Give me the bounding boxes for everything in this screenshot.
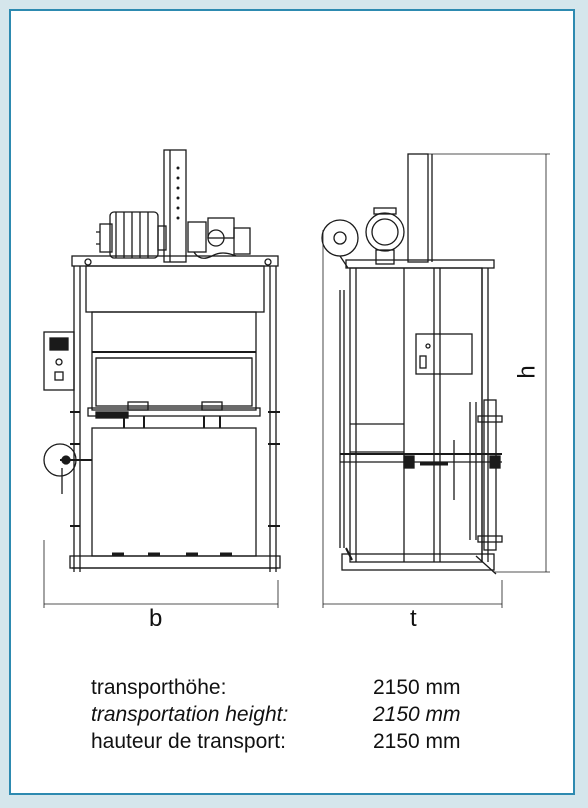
front-press-plate (87, 401, 261, 428)
side-electrical-box (415, 333, 473, 375)
front-press-column (163, 149, 187, 263)
front-base (69, 552, 281, 569)
side-left-rail (339, 290, 345, 548)
side-top-plate (345, 259, 495, 269)
front-handwheel (43, 443, 92, 494)
front-pump-unit (187, 217, 251, 259)
side-view (321, 153, 503, 575)
front-top-plate (71, 255, 279, 267)
spec-value: 2150 mm (373, 730, 461, 753)
spec-label: transporthöhe: (91, 676, 227, 699)
front-bolt (84, 258, 92, 266)
side-hinge-posts (477, 399, 503, 551)
side-motor (365, 207, 405, 265)
spec-value: 2150 mm (373, 703, 461, 726)
front-upper-housing (85, 265, 265, 313)
dimension-lines (43, 153, 550, 608)
dim-label-h: h (513, 365, 541, 379)
front-feed-opening (91, 311, 257, 411)
side-press-column (407, 153, 433, 263)
front-frame (73, 266, 277, 572)
front-lower-door (91, 427, 257, 557)
spec-value: 2150 mm (373, 676, 461, 699)
front-hinges (70, 411, 280, 527)
spec-label: hauteur de transport: (91, 730, 286, 753)
side-body (349, 267, 489, 563)
dim-label-t: t (410, 605, 417, 632)
side-door-mechanism (340, 402, 502, 540)
dim-label-b: b (149, 605, 163, 632)
front-motor (96, 211, 167, 259)
spec-label: transportation height: (91, 703, 289, 726)
front-bolt (264, 258, 272, 266)
side-base (341, 547, 497, 575)
side-cable-reel (321, 219, 359, 269)
spec-card (9, 9, 575, 795)
front-control-panel (43, 331, 75, 391)
front-view (43, 149, 281, 572)
